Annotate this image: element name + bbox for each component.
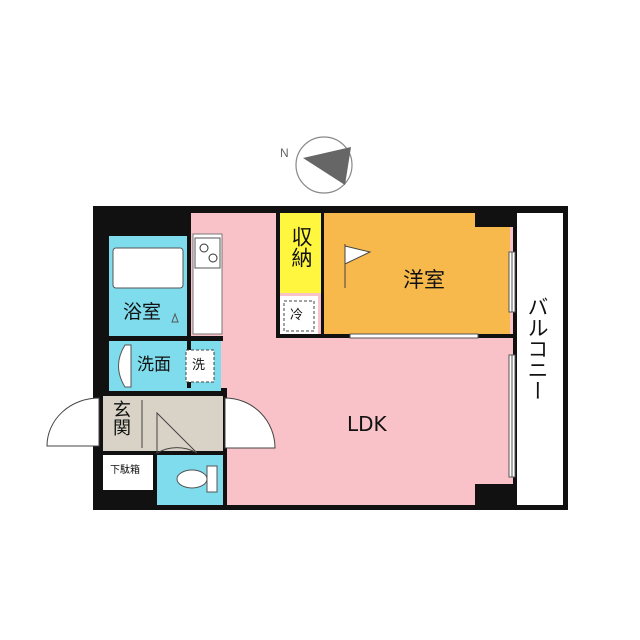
compass-needle-icon <box>303 147 351 185</box>
room-shoe-cabinet <box>103 455 153 490</box>
room-western <box>321 213 510 335</box>
bathtub-icon <box>112 247 184 289</box>
label-western-room: 洋室 <box>403 268 445 292</box>
washer-spot <box>185 349 215 383</box>
compass-north-label: N <box>280 146 289 160</box>
compass: N <box>280 136 353 194</box>
toilet-door-swing <box>156 411 198 454</box>
label-entrance: 玄関 <box>110 400 131 436</box>
label-fridge: 冷 <box>290 308 304 323</box>
ldk-door-swing <box>224 397 276 449</box>
label-storage: 収納 <box>289 226 313 268</box>
stove-burner-icon <box>199 243 209 253</box>
room-storage <box>280 213 321 293</box>
kitchen-counter <box>192 233 223 335</box>
fridge-spot <box>283 300 315 332</box>
toilet-icon <box>176 465 218 493</box>
label-washer: 洗 <box>192 358 206 373</box>
label-ldk: LDK <box>347 412 387 436</box>
room-entrance <box>103 396 224 451</box>
label-shoe-cabinet: 下駄箱 <box>110 465 140 476</box>
entrance-door-swing <box>46 397 100 447</box>
windows <box>349 251 516 478</box>
balcony <box>517 213 563 505</box>
washbasin-icon <box>118 344 132 388</box>
stove-burner-icon <box>208 253 218 263</box>
label-bath: 浴室 <box>123 301 162 323</box>
label-washroom: 洗面 <box>137 355 171 375</box>
label-balcony: バルコニー <box>525 296 549 401</box>
